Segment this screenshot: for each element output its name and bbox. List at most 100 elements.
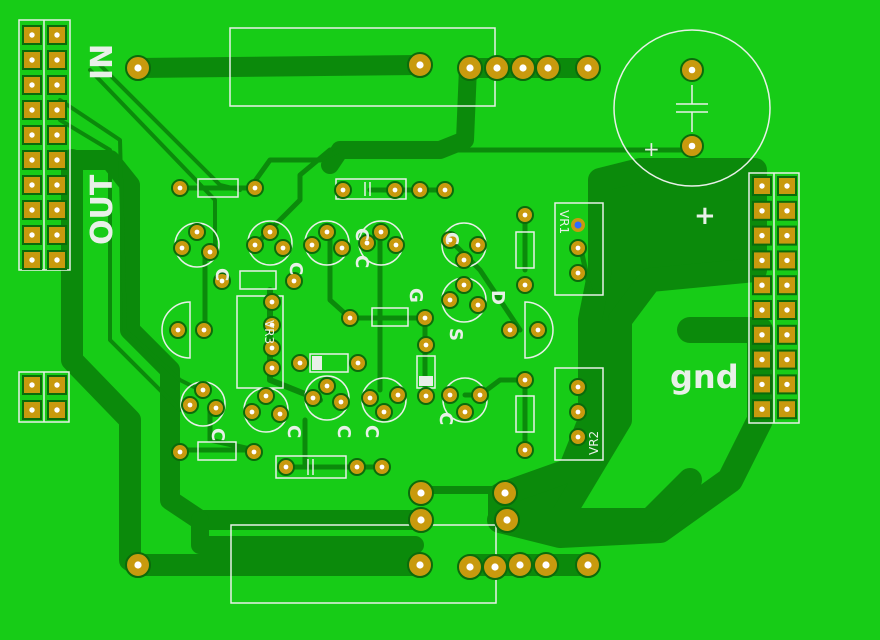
header-right-pad	[752, 275, 772, 296]
trace-out-2	[58, 118, 182, 412]
component-pad	[263, 359, 281, 377]
header-left-pad	[22, 25, 42, 45]
header-left-pad	[47, 250, 67, 270]
component-pad	[332, 393, 350, 411]
component-pad	[569, 264, 587, 282]
power-pad	[125, 55, 151, 81]
resistor-r2	[239, 270, 277, 290]
power-pad	[535, 55, 561, 81]
component-pad	[349, 354, 367, 372]
vr3-outline	[236, 295, 284, 389]
mark-c-8: C	[333, 425, 354, 438]
power-pad	[484, 55, 510, 81]
component-pad	[471, 386, 489, 404]
component-pad	[456, 403, 474, 421]
power-pad	[457, 55, 483, 81]
header-right-pad	[777, 225, 797, 246]
header-right-pad	[752, 250, 772, 271]
component-pad	[334, 181, 352, 199]
component-pad	[372, 223, 390, 241]
component-pad	[246, 236, 264, 254]
trace-mid-3	[257, 147, 333, 243]
header-left-pad	[47, 175, 67, 195]
component-pad	[291, 354, 309, 372]
component-pad	[277, 458, 295, 476]
mark-c-10: C	[435, 412, 456, 425]
trace-mid-17	[207, 407, 258, 453]
header-right-pad	[752, 399, 772, 420]
component-pad	[318, 377, 336, 395]
header-right-pad	[777, 176, 797, 196]
resistor-r1	[197, 178, 239, 198]
header-right-pad	[752, 200, 772, 221]
power-pad	[507, 552, 533, 578]
mark-c-1: C	[211, 268, 232, 281]
header-left-pad	[47, 125, 67, 145]
component-pad	[569, 428, 587, 446]
header-right-pad	[752, 300, 772, 320]
component-pad	[416, 309, 434, 327]
mark-c-7: C	[283, 425, 304, 438]
label-gnd: gnd	[670, 358, 739, 396]
component-pad	[469, 296, 487, 314]
vr1-wiper-hole	[574, 221, 582, 229]
diode-d2-band	[419, 376, 433, 386]
component-pad	[455, 276, 473, 294]
component-pad	[341, 309, 359, 327]
component-pad	[213, 272, 231, 290]
mark-c-2: C	[285, 262, 306, 275]
labels-layer: IN OUT gnd + + VR1 VR2 VR3	[85, 44, 739, 455]
header-left-pad	[22, 200, 42, 220]
mark-d: D	[487, 290, 508, 305]
header-right-pad	[752, 349, 772, 370]
power-pad	[575, 552, 601, 578]
header-small-pad	[22, 375, 42, 395]
component-pad	[304, 389, 322, 407]
power-pad	[408, 480, 434, 506]
component-pad	[207, 399, 225, 417]
header-small-pad	[47, 375, 67, 395]
header-right-pad	[752, 225, 772, 246]
header-left-pad	[22, 225, 42, 245]
component-pad	[171, 443, 189, 461]
component-pad	[389, 386, 407, 404]
component-pad	[417, 387, 435, 405]
label-vr1: VR1	[557, 210, 571, 234]
header-left-pad	[22, 150, 42, 170]
pads-layer	[22, 25, 797, 580]
component-pad	[243, 403, 261, 421]
header-left-pad	[22, 100, 42, 120]
power-transistor-left	[161, 301, 191, 359]
power-pad	[510, 55, 536, 81]
header-right-pad	[752, 324, 772, 345]
power-pad	[494, 507, 520, 533]
header-right-pad	[777, 300, 797, 320]
mark-c-4: C	[351, 228, 372, 241]
component-pad	[516, 276, 534, 294]
component-pad	[274, 239, 292, 257]
label-out: OUT	[85, 174, 120, 245]
ecap-pad	[680, 58, 704, 82]
component-pad	[271, 405, 289, 423]
electrolytic-cap-outline	[613, 29, 771, 187]
header-left-pad	[22, 50, 42, 70]
resistor-r3	[371, 307, 409, 327]
vr1-outline	[554, 202, 604, 296]
header-left-pad	[47, 50, 67, 70]
mark-g: G	[405, 288, 426, 303]
component-pad	[257, 387, 275, 405]
power-transistor-right	[524, 301, 554, 359]
header-right-pad	[752, 374, 772, 395]
header-right-pad	[752, 176, 772, 196]
component-pad	[188, 223, 206, 241]
mark-c-5: C	[441, 232, 462, 245]
header-right-pad	[777, 324, 797, 345]
component-pad	[417, 336, 435, 354]
component-pad	[441, 231, 459, 249]
component-pad	[501, 321, 519, 339]
header-right-pad	[777, 374, 797, 395]
header-left-pad	[47, 150, 67, 170]
header-right-pad	[777, 399, 797, 420]
resistor-r5	[515, 395, 535, 433]
component-pad	[516, 441, 534, 459]
